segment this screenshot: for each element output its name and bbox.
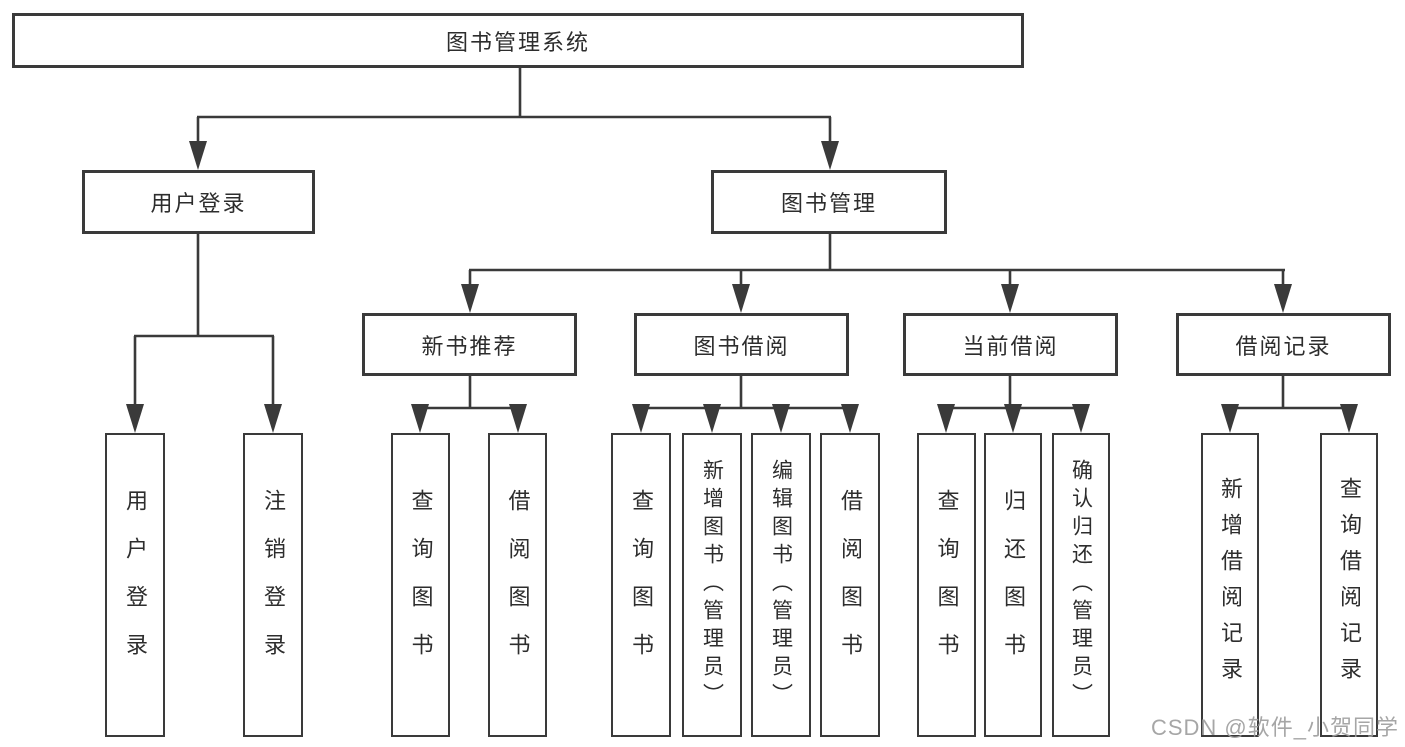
node-user-login: 用户登录 [82,170,315,234]
leaf-borrow-books-recommend: 借阅图书 [488,433,547,737]
leaf-label: 新增借阅记录 [1218,477,1243,693]
node-label: 图书管理 [780,191,877,216]
leaf-add-borrow-record: 新增借阅记录 [1201,433,1259,737]
leaf-label: 注销登录 [261,489,286,681]
leaf-label: 确认归还（管理员） [1069,459,1093,711]
leaf-label: 用户登录 [123,489,148,681]
node-label: 新书推荐 [421,333,518,359]
leaf-label: 查询图书 [408,489,434,681]
leaf-user-login: 用户登录 [105,433,165,737]
node-label: 图书管理系统 [445,29,590,55]
leaf-query-books-borrow: 查询图书 [611,433,671,737]
leaf-return-books: 归还图书 [984,433,1042,737]
leaf-add-book-admin: 新增图书（管理员） [682,433,742,737]
node-current-borrowing: 当前借阅 [903,313,1118,376]
leaf-label: 新增图书（管理员） [700,459,724,711]
leaf-confirm-return-admin: 确认归还（管理员） [1052,433,1110,737]
leaf-label: 查询图书 [629,489,654,681]
leaf-label: 查询图书 [934,489,960,681]
leaf-logout: 注销登录 [243,433,303,737]
leaf-borrow-books: 借阅图书 [820,433,880,737]
node-new-book-recommendation: 新书推荐 [362,313,577,376]
node-book-borrowing: 图书借阅 [634,313,849,376]
leaf-edit-book-admin: 编辑图书（管理员） [751,433,811,737]
node-borrowing-records: 借阅记录 [1176,313,1391,376]
node-label: 用户登录 [150,191,247,216]
leaf-label: 编辑图书（管理员） [769,459,793,711]
node-library-management-system: 图书管理系统 [12,13,1024,68]
leaf-query-books-current: 查询图书 [917,433,976,737]
leaf-label: 借阅图书 [838,489,863,681]
node-label: 当前借阅 [962,333,1059,359]
leaf-label: 查询借阅记录 [1337,477,1362,693]
leaf-query-borrow-record: 查询借阅记录 [1320,433,1378,737]
leaf-query-books-recommend: 查询图书 [391,433,450,737]
node-label: 图书借阅 [693,333,790,359]
leaf-label: 借阅图书 [505,489,531,681]
leaf-label: 归还图书 [1001,489,1026,681]
node-book-management: 图书管理 [711,170,947,234]
node-label: 借阅记录 [1235,333,1332,359]
